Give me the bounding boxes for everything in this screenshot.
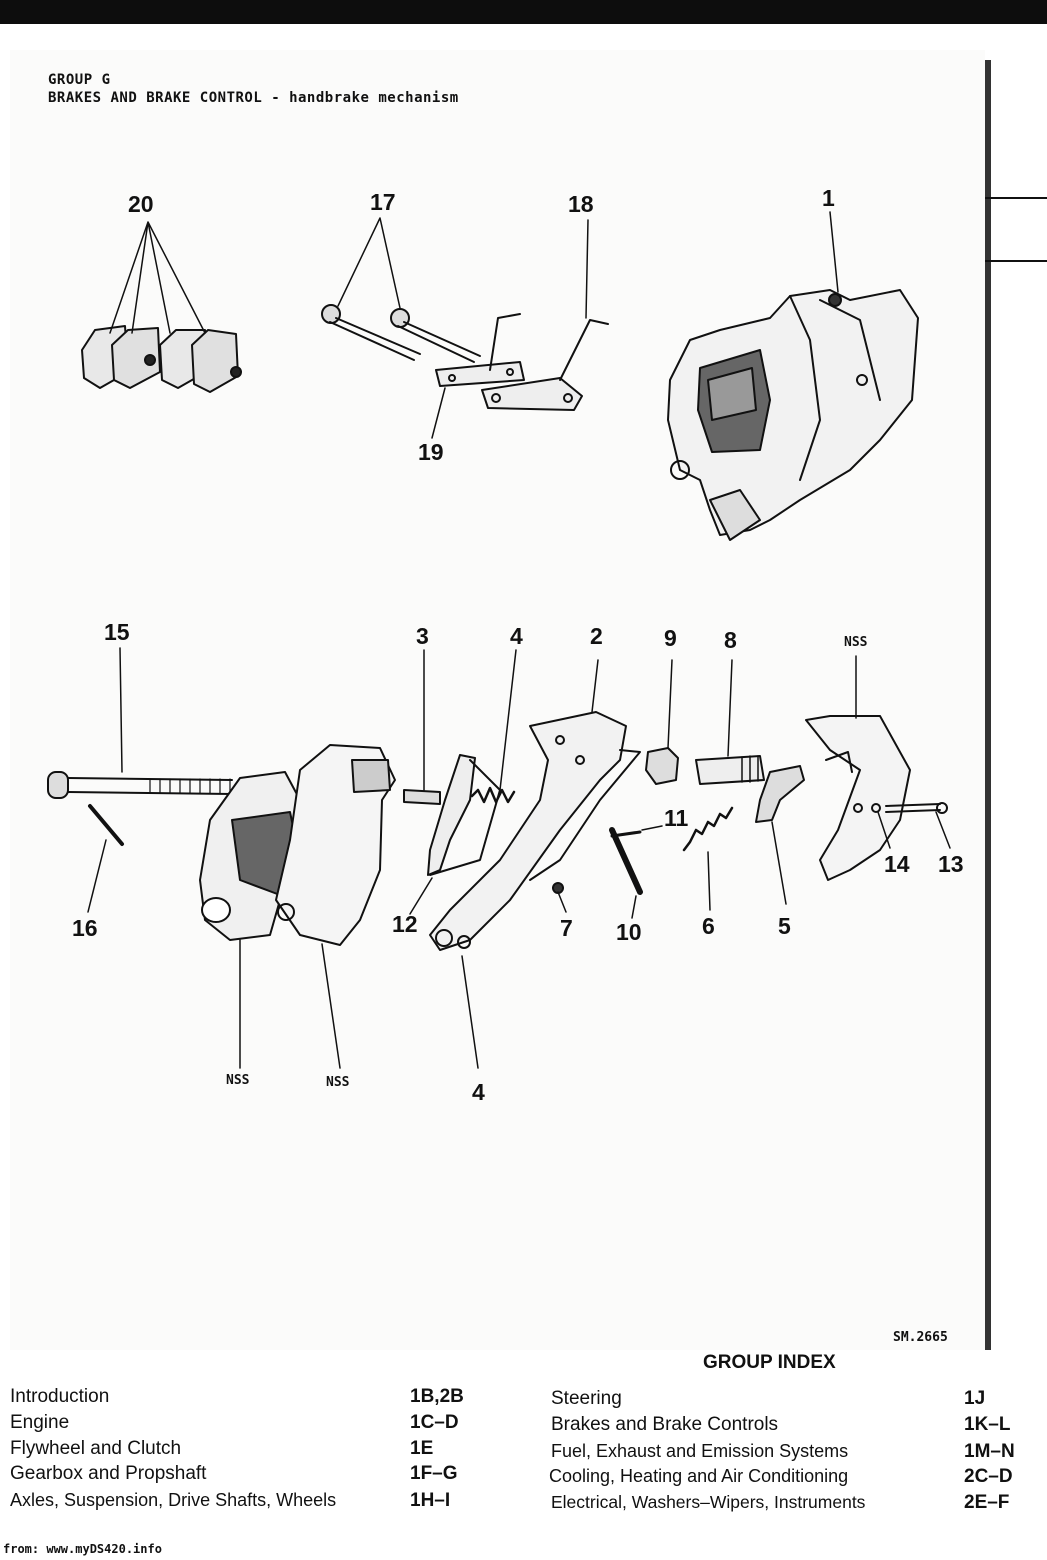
top-border: [0, 0, 1047, 24]
callout-4-top: 4: [510, 623, 523, 649]
index-item-code: 1F–G: [410, 1463, 458, 1484]
callout-17: 17: [370, 189, 396, 215]
index-item-code: 1J: [964, 1388, 986, 1409]
pivot-pin-illustration: [609, 827, 643, 895]
callout-3: 3: [416, 623, 429, 649]
margin-tick: [985, 260, 1047, 262]
caliper-assembly-illustration: [667, 289, 919, 541]
cover-bracket-illustration: [805, 715, 911, 881]
index-item-label: Gearbox and Propshaft: [10, 1463, 207, 1484]
index-item-label: Engine: [10, 1412, 70, 1433]
right-margin-rule: [985, 60, 991, 1350]
plunger-illustration: [403, 789, 441, 805]
index-item-code: 1E: [410, 1438, 434, 1459]
callout-18: 18: [568, 191, 594, 217]
caliper-halves-illustration: [199, 744, 396, 946]
page-sheet: [10, 50, 985, 1350]
linkage-illustration: [435, 313, 609, 411]
index-item-label: Introduction: [10, 1386, 110, 1407]
nss-label-mid: NSS: [326, 1075, 350, 1090]
callout-13: 13: [938, 851, 964, 877]
index-item-label: Fuel, Exhaust and Emission Systems: [551, 1441, 849, 1461]
index-item-code: 1K–L: [964, 1414, 1011, 1435]
callout-8: 8: [724, 627, 737, 653]
index-item-label: Axles, Suspension, Drive Shafts, Wheels: [10, 1490, 337, 1510]
callout-12: 12: [392, 911, 418, 937]
lever-illustration: [429, 711, 641, 951]
callout-5: 5: [778, 913, 791, 939]
pads-illustration: [81, 325, 242, 393]
drawing-reference: SM.2665: [893, 1330, 948, 1345]
pins-illustration: [321, 304, 481, 363]
callout-1: 1: [822, 185, 835, 211]
callout-19: 19: [418, 439, 444, 465]
callout-16: 16: [72, 915, 98, 941]
index-item-label: Flywheel and Clutch: [10, 1438, 182, 1459]
callout-6: 6: [702, 913, 715, 939]
index-item-label: Electrical, Washers–Wipers, Instruments: [551, 1492, 866, 1512]
group-index-title: GROUP INDEX: [703, 1352, 836, 1373]
callout-15: 15: [104, 619, 130, 645]
screw-illustration: [885, 803, 941, 813]
source-footer: from: www.myDS420.info: [3, 1542, 162, 1556]
callout-14: 14: [884, 851, 910, 877]
callout-7: 7: [560, 915, 573, 941]
index-item-code: 1M–N: [964, 1441, 1015, 1462]
index-item-label: Steering: [551, 1388, 622, 1409]
clip-illustration: [645, 747, 679, 785]
index-item-code: 1B,2B: [410, 1386, 464, 1407]
callout-20: 20: [128, 191, 154, 217]
index-item-label: Brakes and Brake Controls: [551, 1414, 779, 1435]
callout-2: 2: [590, 623, 603, 649]
adjuster-illustration: [695, 755, 765, 785]
callout-11: 11: [664, 805, 689, 831]
bolt-illustration: [47, 771, 233, 846]
group-heading: GROUP G: [48, 72, 111, 88]
index-item-code: 1C–D: [410, 1412, 459, 1433]
page-title: BRAKES AND BRAKE CONTROL - handbrake mec…: [48, 90, 459, 106]
callout-4-bottom: 4: [472, 1079, 485, 1105]
exploded-parts-diagram: 20 17 18 1 19 15 3 4 2 9 8 NSS 11 14 13 …: [47, 185, 964, 1105]
index-item-code: 2C–D: [964, 1466, 1013, 1487]
index-item-label: Cooling, Heating and Air Conditioning: [549, 1466, 849, 1486]
nss-label-cover: NSS: [844, 635, 868, 650]
index-item-code: 1H–I: [410, 1490, 451, 1511]
margin-tick: [985, 197, 1047, 199]
index-item-code: 2E–F: [964, 1492, 1010, 1513]
callout-10: 10: [616, 919, 642, 945]
spring-plate-illustration: [427, 754, 516, 876]
pawl-illustration: [755, 765, 805, 823]
nss-label-left: NSS: [226, 1073, 250, 1088]
spring-illustration: [682, 806, 734, 852]
callout-9: 9: [664, 625, 677, 651]
